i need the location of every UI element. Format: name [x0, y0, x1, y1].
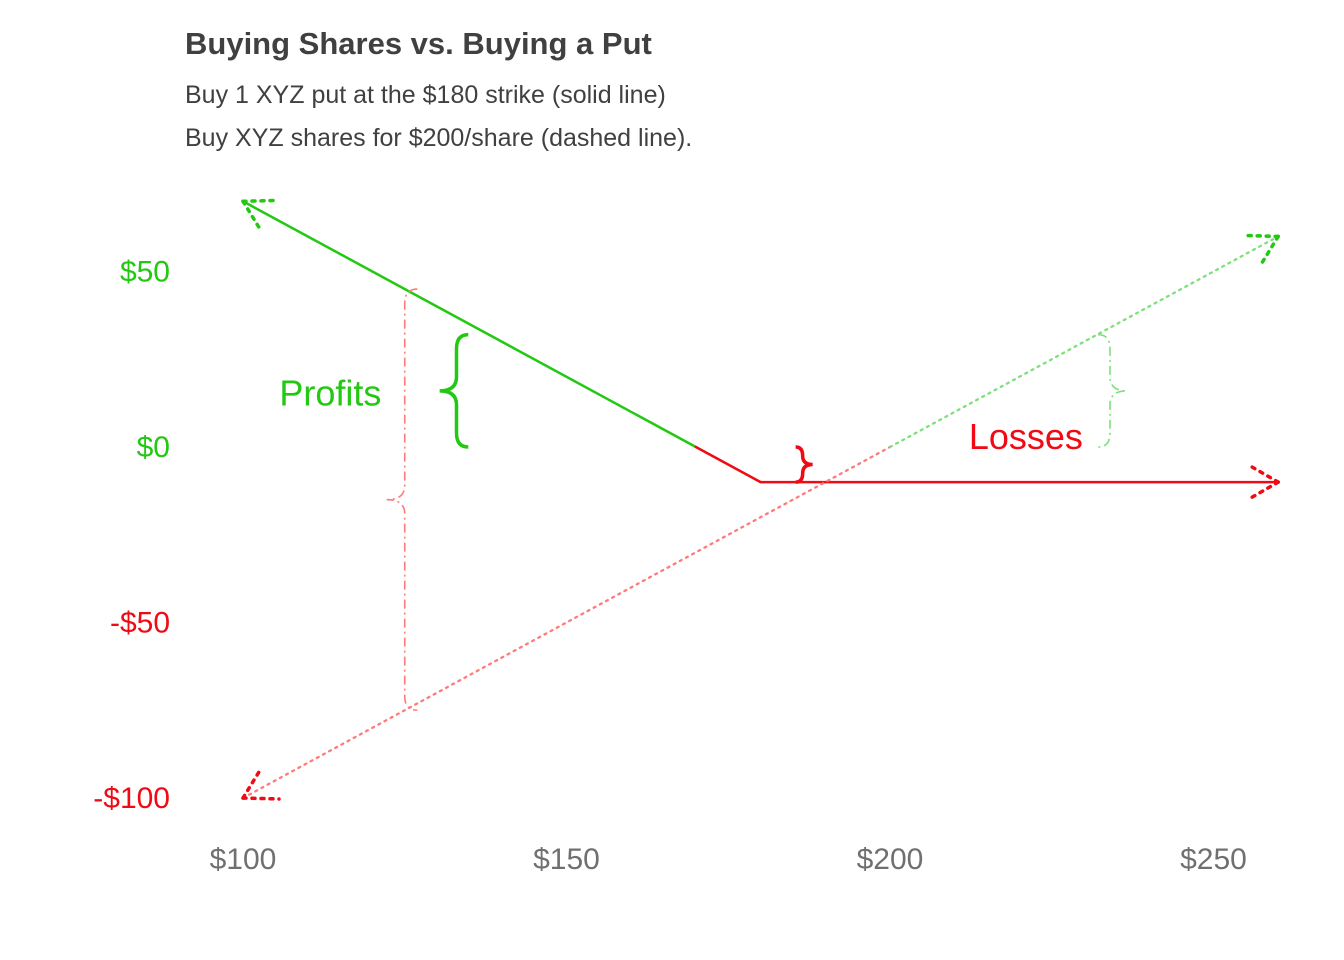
y-tick-label: $50 — [120, 256, 170, 289]
y-tick-label: -$100 — [93, 782, 170, 815]
put-payoff-line — [241, 200, 698, 449]
chart-subtitle-line-2: Buy XYZ shares for $200/share (dashed li… — [185, 124, 693, 152]
brace — [439, 332, 469, 449]
put-arrowhead-right — [1245, 480, 1280, 502]
annotation-losses: Losses — [969, 416, 1083, 457]
x-tick-label: $250 — [1180, 843, 1247, 876]
brace — [795, 445, 813, 484]
shares-arrowhead-right — [1257, 234, 1280, 269]
brace — [1098, 333, 1127, 448]
shares-arrowhead-left — [241, 765, 264, 800]
put-arrowhead-left — [241, 199, 264, 234]
y-tick-label: -$50 — [110, 607, 170, 640]
x-tick-label: $200 — [857, 843, 924, 876]
x-tick-label: $100 — [210, 843, 277, 876]
y-tick-label: $0 — [137, 431, 170, 464]
shares-payoff-line — [241, 445, 892, 800]
put-payoff-line — [694, 445, 762, 484]
shares-arrowhead-right — [1240, 233, 1280, 239]
annotation-profits: Profits — [279, 372, 381, 413]
shares-payoff-line — [888, 235, 1280, 449]
put-arrowhead-left — [241, 198, 281, 204]
chart-title: Buying Shares vs. Buying a Put — [185, 26, 652, 61]
chart-subtitle-line-1: Buy 1 XYZ put at the $180 strike (solid … — [185, 81, 666, 109]
put-arrowhead-right — [1245, 462, 1280, 484]
shares-arrowhead-left — [241, 796, 281, 801]
x-tick-label: $150 — [533, 843, 600, 876]
brace — [386, 288, 418, 712]
